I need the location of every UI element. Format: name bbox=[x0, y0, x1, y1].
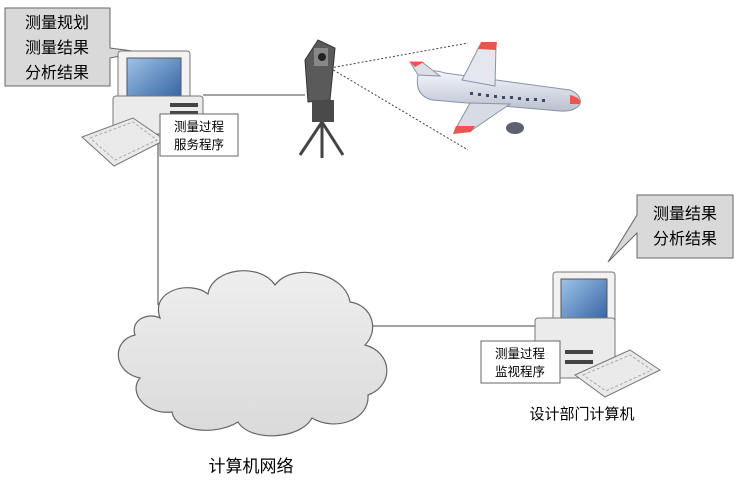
label-computer-network: 计算机网络 bbox=[209, 457, 294, 477]
callout-line: 测量结果 bbox=[25, 38, 89, 57]
label-server-program: 测量过程 服务程序 bbox=[159, 113, 239, 157]
laser-tracker-icon bbox=[298, 39, 345, 158]
connection-lines bbox=[157, 42, 540, 327]
callout-line: 测量规划 bbox=[25, 13, 89, 32]
label-line: 服务程序 bbox=[174, 137, 224, 152]
label-line: 测量过程 bbox=[174, 119, 225, 134]
laser-beam-upper bbox=[329, 42, 469, 69]
desktop-computer-icon bbox=[81, 50, 204, 167]
callout-planning-results: 测量规划 测量结果 分析结果 bbox=[4, 7, 141, 87]
label-line: 测量过程 bbox=[495, 346, 546, 361]
label-design-dept-computer: 设计部门计算机 bbox=[529, 405, 634, 423]
callout-line: 测量结果 bbox=[653, 204, 717, 223]
network-cloud-icon bbox=[117, 270, 388, 437]
label-monitor-program: 测量过程 监视程序 bbox=[480, 340, 561, 384]
callout-line: 分析结果 bbox=[653, 229, 717, 248]
airplane-icon bbox=[409, 42, 581, 134]
callout-results-analysis: 测量结果 分析结果 bbox=[607, 194, 734, 263]
laser-beam-lower bbox=[329, 67, 469, 151]
label-line: 监视程序 bbox=[495, 364, 545, 379]
callout-line: 分析结果 bbox=[25, 63, 89, 82]
